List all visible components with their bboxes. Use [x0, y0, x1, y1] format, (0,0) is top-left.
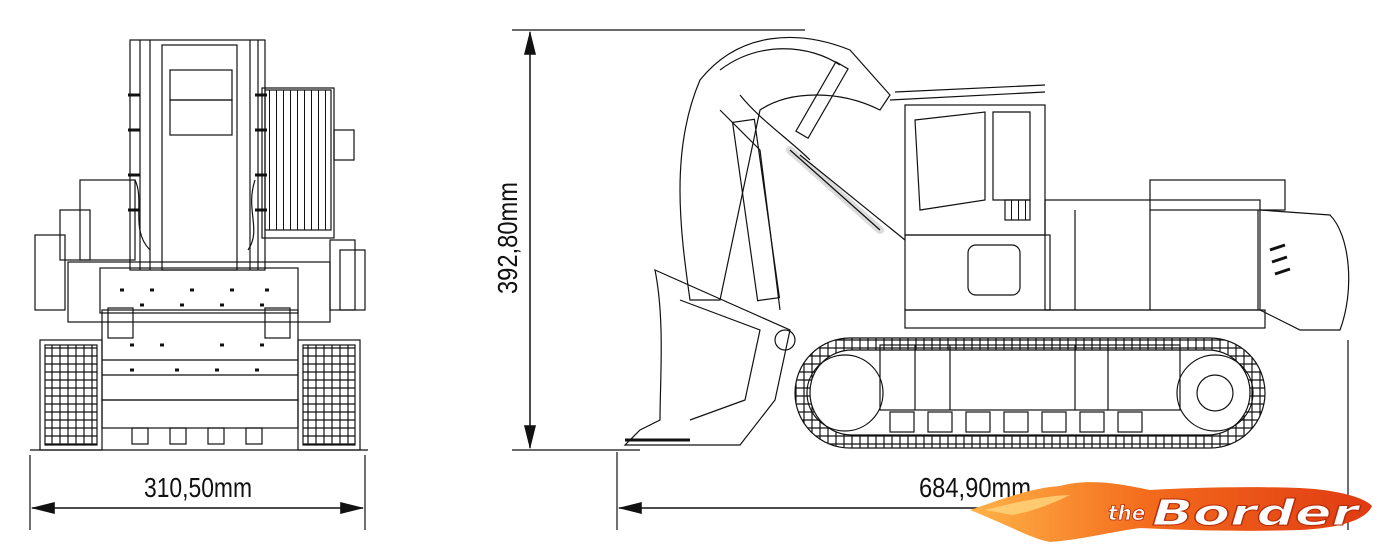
side-height-dimension: 392,80mm	[492, 29, 805, 451]
flame-shape	[970, 482, 1372, 542]
excavator-side-view-drawing	[623, 36, 1350, 449]
excavator-front-view-drawing	[30, 39, 368, 451]
logo-name: Border	[1152, 493, 1361, 534]
front-width-label: 310,50mm	[144, 472, 252, 503]
side-height-label: 392,80mm	[492, 182, 523, 294]
front-width-dimension: 310,50mm	[29, 455, 366, 530]
logo-prefix: the	[1108, 501, 1145, 525]
the-border-logo: the Border	[970, 482, 1372, 542]
flame-tip	[985, 495, 1070, 515]
